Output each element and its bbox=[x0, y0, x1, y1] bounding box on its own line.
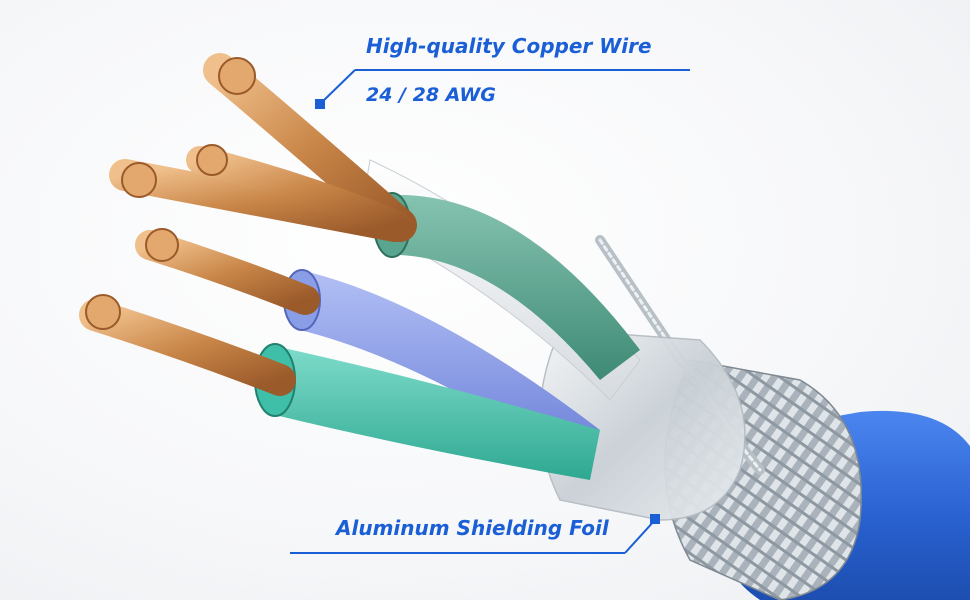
callout-marker-icon bbox=[315, 99, 325, 109]
aluminum-foil-label: Aluminum Shielding Foil bbox=[336, 516, 609, 540]
green-insulated-wire bbox=[390, 194, 640, 380]
teal-insulated-wire bbox=[270, 345, 600, 480]
foil-callout-line bbox=[290, 514, 660, 554]
callout-marker-icon bbox=[650, 514, 660, 524]
copper-wire-title: High-quality Copper Wire bbox=[366, 34, 652, 58]
copper-strands bbox=[79, 53, 417, 396]
copper-wire-gauge: 24 / 28 AWG bbox=[366, 84, 496, 106]
copper-callout-line bbox=[315, 69, 690, 109]
